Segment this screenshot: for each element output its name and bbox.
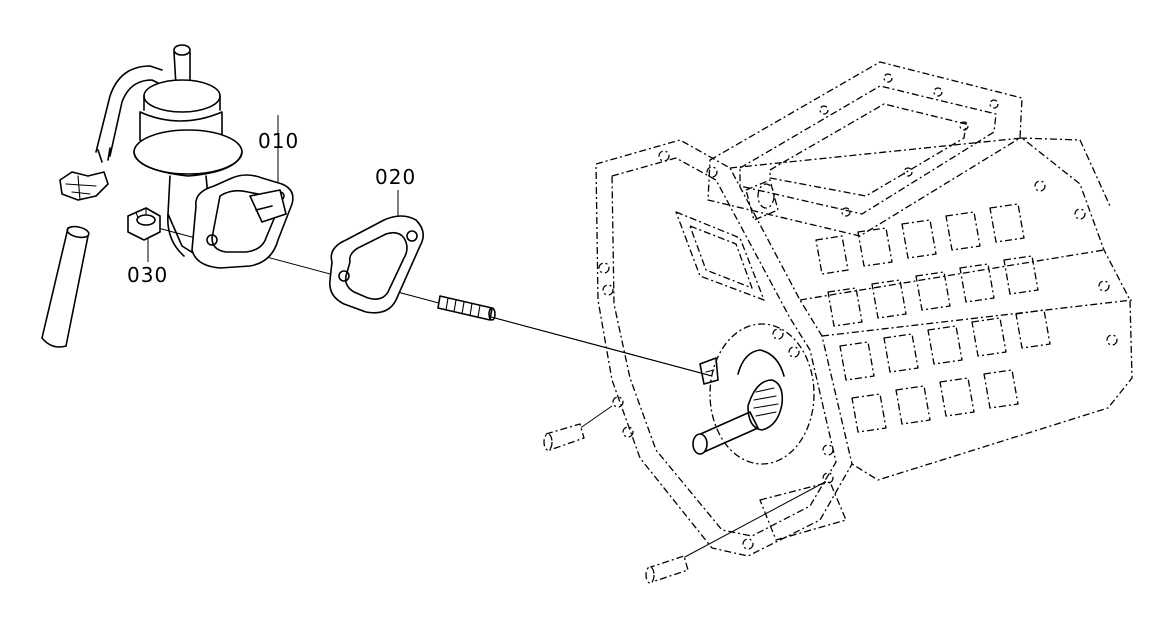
stud-bolt-icon bbox=[437, 295, 496, 321]
nut-icon bbox=[127, 207, 161, 241]
fuel-hose-icon bbox=[41, 225, 90, 348]
gearbox-housing-icon bbox=[595, 61, 1133, 557]
part-number-label-020: 020 bbox=[375, 165, 417, 189]
hose-clamp-icon bbox=[59, 147, 111, 201]
dowel-pin-icon bbox=[645, 555, 689, 584]
dowel-pin-icon bbox=[543, 423, 585, 451]
part-number-label-010: 010 bbox=[258, 129, 300, 153]
gasket-icon bbox=[328, 215, 424, 314]
fuel-pump-icon bbox=[95, 44, 294, 269]
input-shaft-gear-icon bbox=[692, 323, 815, 465]
part-number-label-030: 030 bbox=[127, 263, 169, 287]
